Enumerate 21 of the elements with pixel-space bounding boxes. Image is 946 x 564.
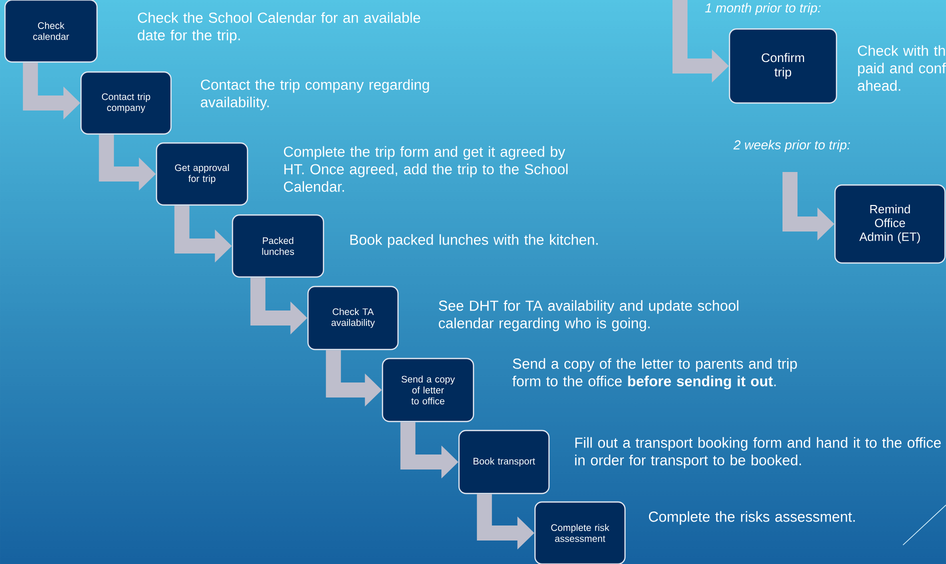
step-box: Remind Office Admin (ET) xyxy=(834,184,946,264)
step-description: Complete the trip form and get it agreed by HT. Once agreed, add the trip to the School Calendar. xyxy=(284,146,568,192)
step-box: Packed lunches xyxy=(232,214,324,278)
step-box: Check TA availability xyxy=(307,286,399,350)
step-box: Complete risk assessment xyxy=(534,501,626,564)
step-description: Contact the trip company regarding availability. xyxy=(200,79,429,110)
step-box: Check calendar xyxy=(4,0,98,63)
step-box: Get approval for trip xyxy=(156,142,248,206)
step-box: Book transport xyxy=(458,430,550,494)
timing-note: 2 weeks prior to trip: xyxy=(733,140,850,152)
step-box: Contact trip company xyxy=(80,71,172,135)
step-description: Check with th paid and conf ahead. xyxy=(858,45,946,91)
step-box: Send a copy of letter to office xyxy=(382,358,474,422)
step-description: See DHT for TA availability and update school calendar regarding who is going. xyxy=(438,300,738,332)
step-description: Complete the risks assessment. xyxy=(648,511,855,525)
step-description: Book packed lunches with the kitchen. xyxy=(350,234,598,248)
step-description: Fill out a transport booking form and hand it to the office in order for transport to be booked. xyxy=(575,437,941,468)
step-description: Send a copy of the letter to parents and trip form to the office before sending it out. xyxy=(512,358,797,390)
step-description: Check the School Calendar for an available date for the trip. xyxy=(138,12,420,44)
step-box: Confirm trip xyxy=(728,28,838,104)
timing-note: 1 month prior to trip: xyxy=(705,2,821,16)
